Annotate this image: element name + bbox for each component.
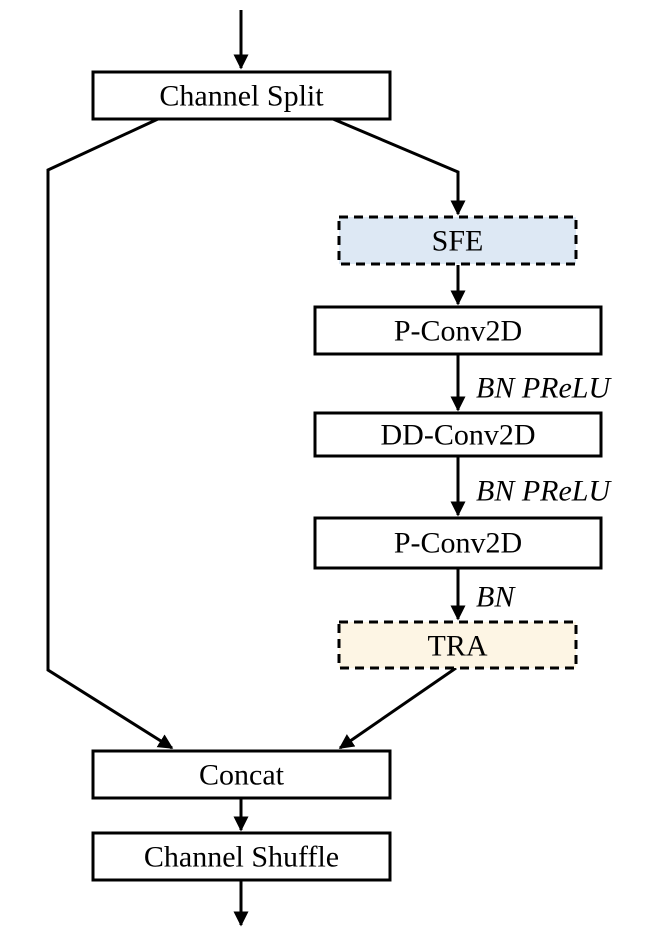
sfe-label: SFE <box>432 225 484 258</box>
left-branch-arrow <box>46 117 174 750</box>
sfe-node: SFE <box>337 215 578 266</box>
tra-label: TRA <box>428 630 488 663</box>
pconv2d-label-2: P-Conv2D <box>394 527 522 560</box>
concat-node: Concat <box>91 749 392 800</box>
channel-shuffle-label: Channel Shuffle <box>144 841 339 874</box>
pconv2d-node-1: P-Conv2D <box>313 305 603 356</box>
ddconv2d-label: DD-Conv2D <box>381 419 536 452</box>
bn-prelu-label-2: BN PReLU <box>476 475 612 508</box>
channel-shuffle-node: Channel Shuffle <box>91 831 392 882</box>
connectors <box>46 10 466 927</box>
channel-split-label: Channel Split <box>159 80 324 113</box>
pconv2d-node-2: P-Conv2D <box>313 516 603 570</box>
pconv2d-label-1: P-Conv2D <box>394 315 522 348</box>
bn-label: BN <box>476 581 516 614</box>
ddconv2d-node: DD-Conv2D <box>313 411 603 458</box>
bn-prelu-label-1: BN PReLU <box>476 372 612 405</box>
tra-node: TRA <box>337 620 578 670</box>
channel-split-node: Channel Split <box>91 70 392 121</box>
tra-to-concat-arrow <box>338 666 457 750</box>
right-branch-arrow <box>332 117 466 216</box>
concat-label: Concat <box>199 759 285 792</box>
